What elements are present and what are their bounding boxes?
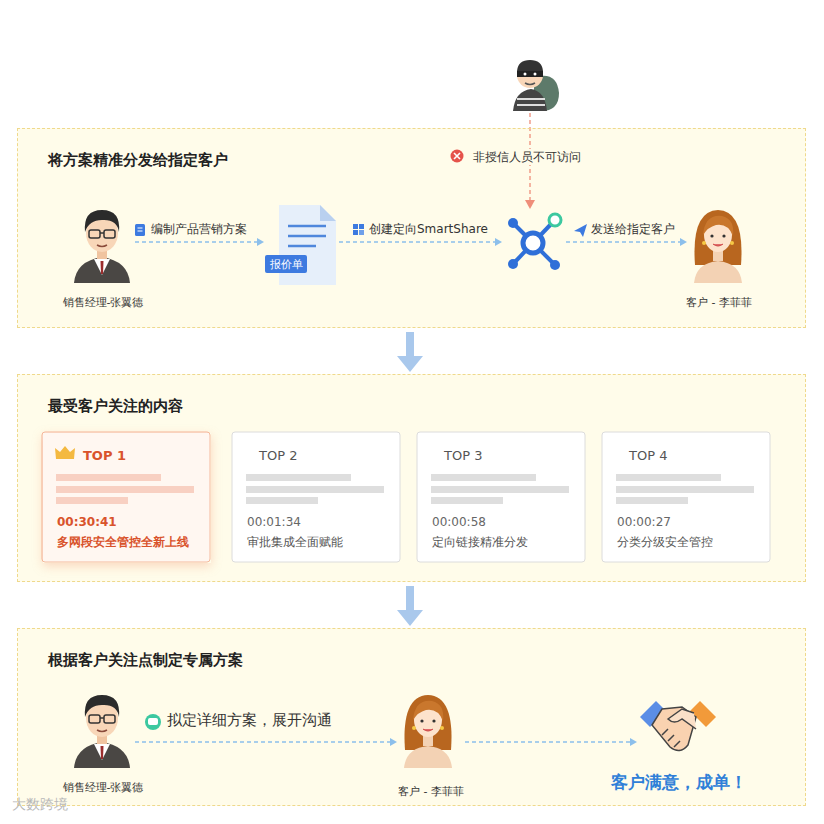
edge-label: 发送给指定客户 bbox=[590, 222, 676, 236]
rank-title: TOP 2 bbox=[259, 448, 297, 464]
result-text: 客户满意，成单！ bbox=[611, 772, 747, 792]
dashed-arrow bbox=[339, 238, 502, 246]
view-time: 00:00:58 bbox=[432, 515, 486, 529]
edge-label: 编制产品营销方案 bbox=[150, 222, 248, 236]
person-name: 客户 - 李菲菲 bbox=[398, 785, 464, 798]
tag-text: 报价单 bbox=[270, 258, 303, 271]
person-figure: 客户 - 李菲菲 bbox=[689, 204, 749, 284]
edge-label: 创建定向SmartShare bbox=[368, 222, 489, 236]
person-figure: 销售经理-张翼德 bbox=[73, 204, 133, 284]
deal-icon: 客户满意，成单！ bbox=[639, 696, 719, 761]
access-note: 非授信人员不可访问 bbox=[471, 149, 583, 165]
view-time: 00:00:27 bbox=[617, 515, 671, 529]
person-name: 销售经理-张翼德 bbox=[63, 781, 144, 794]
share-hub: 非授信人员不可访问 bbox=[504, 213, 564, 273]
rank-title: TOP 1 bbox=[83, 448, 126, 464]
person-figure: 客户 - 李菲菲 bbox=[399, 689, 463, 771]
view-time: 00:30:41 bbox=[57, 515, 117, 529]
section-panel: 根据客户关注点制定专属方案销售经理-张翼德客户 - 李菲菲客户满意，成单！ bbox=[17, 628, 806, 806]
rank-title: TOP 3 bbox=[444, 448, 482, 464]
panel-heading: 最受客户关注的内容 bbox=[48, 397, 183, 415]
section-panel: 最受客户关注的内容 TOP 1 00:30:41 多网段安全管控全新上线 TOP 2 00… bbox=[17, 374, 806, 582]
panel-heading: 将方案精准分发给指定客户 bbox=[48, 151, 228, 169]
watermark: 大数跨境 bbox=[12, 796, 68, 813]
person-figure: 销售经理-张翼德 bbox=[73, 689, 133, 771]
content-title: 多网段安全管控全新上线 bbox=[57, 535, 189, 549]
rank-title: TOP 4 bbox=[629, 448, 667, 464]
view-time: 00:01:34 bbox=[247, 515, 301, 529]
rank-card: TOP 2 00:01:34 审批集成全面赋能 bbox=[233, 433, 401, 563]
content-title: 定向链接精准分发 bbox=[432, 535, 528, 549]
content-title: 审批集成全面赋能 bbox=[247, 535, 343, 549]
dashed-arrow bbox=[135, 238, 264, 246]
edge-label: 拟定详细方案，展开沟通 bbox=[166, 711, 333, 729]
person-name: 客户 - 李菲菲 bbox=[686, 296, 752, 309]
panel-heading: 根据客户关注点制定专属方案 bbox=[48, 651, 243, 669]
dashed-arrow bbox=[465, 738, 637, 746]
rank-card: TOP 4 00:00:27 分类分级安全管控 bbox=[603, 433, 771, 563]
rank-card: TOP 1 00:30:41 多网段安全管控全新上线 bbox=[43, 433, 211, 563]
content-title: 分类分级安全管控 bbox=[617, 535, 713, 549]
flow-arrow bbox=[397, 332, 423, 372]
flow-arrow bbox=[397, 586, 423, 626]
person-name: 销售经理-张翼德 bbox=[63, 296, 144, 309]
document-icon: 报价单 bbox=[266, 206, 337, 286]
rank-card: TOP 3 00:00:58 定向链接精准分发 bbox=[418, 433, 586, 563]
dashed-arrow bbox=[135, 738, 397, 746]
dashed-arrow bbox=[566, 238, 687, 246]
